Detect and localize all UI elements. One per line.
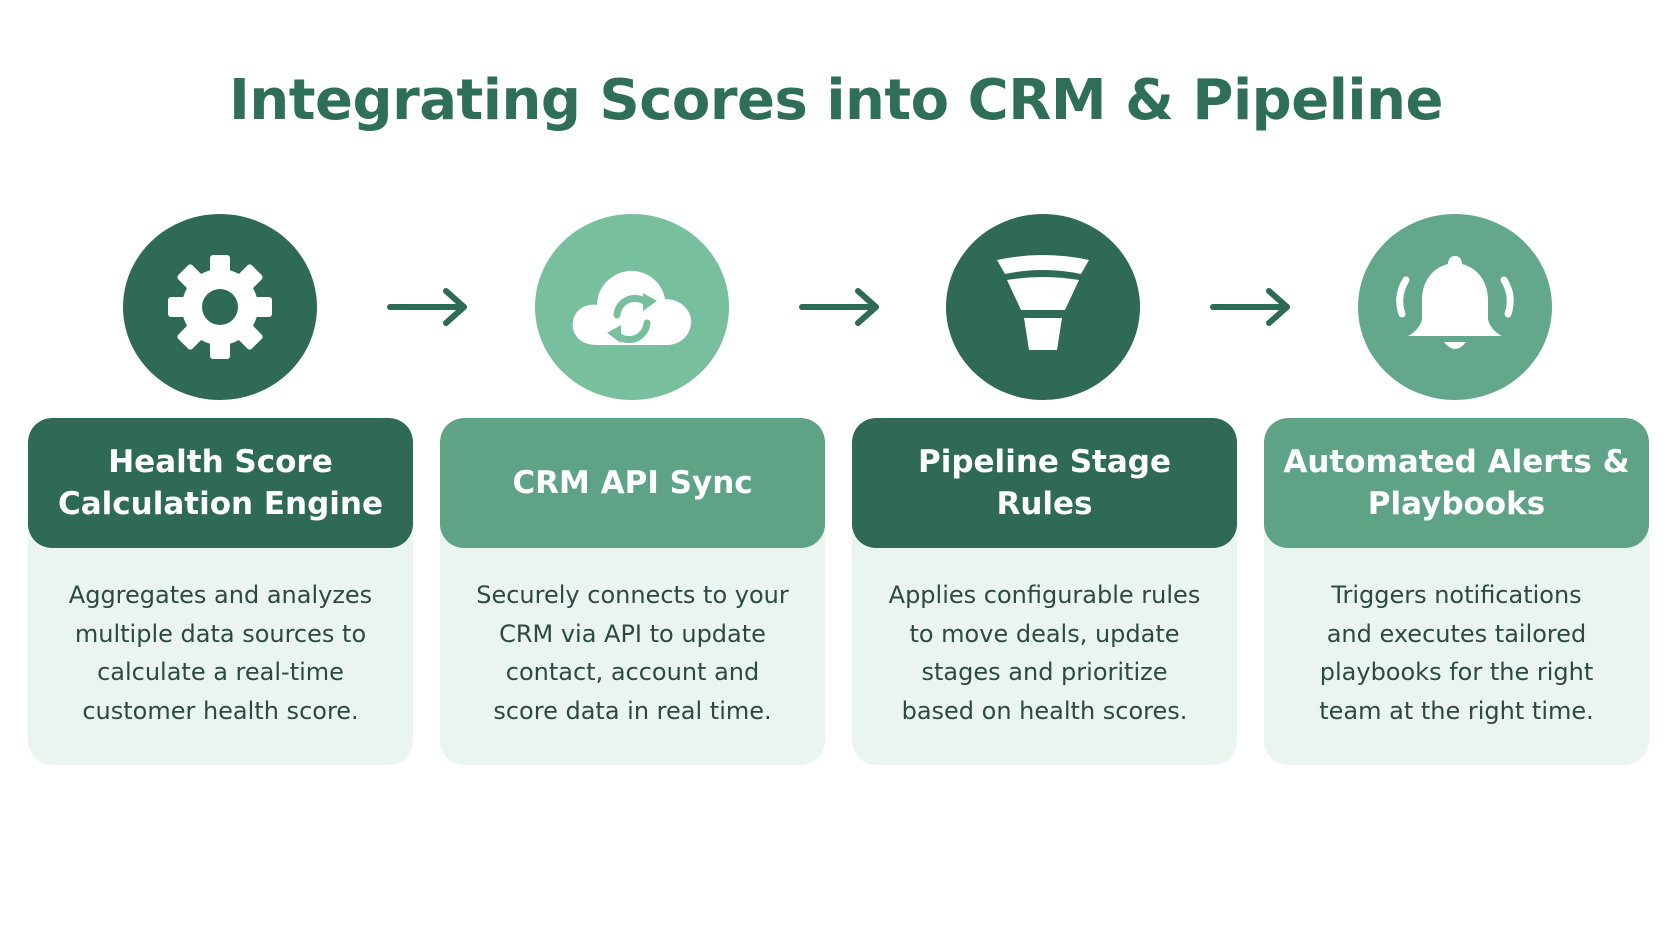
arrow-right-icon [1210, 288, 1290, 326]
step-1-icon-circle [123, 214, 317, 400]
funnel-icon [997, 255, 1089, 350]
step-heading: Automated Alerts & Playbooks [1264, 418, 1649, 548]
page-title: Integrating Scores into CRM & Pipeline [229, 68, 1443, 133]
gear-icon [168, 255, 272, 359]
step-2-icon-circle [535, 214, 729, 400]
step-4-icon-circle [1358, 214, 1552, 400]
step-heading: CRM API Sync [440, 418, 825, 548]
step-description: Applies configurable rules to move deals… [888, 581, 1201, 725]
bell-icon [1396, 256, 1514, 349]
arrow-right-icon [799, 288, 879, 326]
step-description: Securely connects to your CRM via API to… [476, 581, 789, 725]
step-3-icon-circle [946, 214, 1140, 400]
step-card-health-score: Health Score Calculation Engine Aggregat… [28, 418, 413, 765]
step-heading: Health Score Calculation Engine [28, 418, 413, 548]
step-description: Triggers notifications and executes tail… [1319, 581, 1594, 725]
step-card-alerts-playbooks: Automated Alerts & Playbooks Triggers no… [1264, 418, 1649, 765]
step-heading: Pipeline Stage Rules [852, 418, 1237, 548]
step-description: Aggregates and analyzes multiple data so… [68, 581, 373, 725]
step-card-crm-api-sync: CRM API Sync Securely connects to your C… [440, 418, 825, 765]
step-card-pipeline-rules: Pipeline Stage Rules Applies configurabl… [852, 418, 1237, 765]
cloud-sync-icon [572, 270, 692, 345]
arrow-right-icon [387, 288, 467, 326]
